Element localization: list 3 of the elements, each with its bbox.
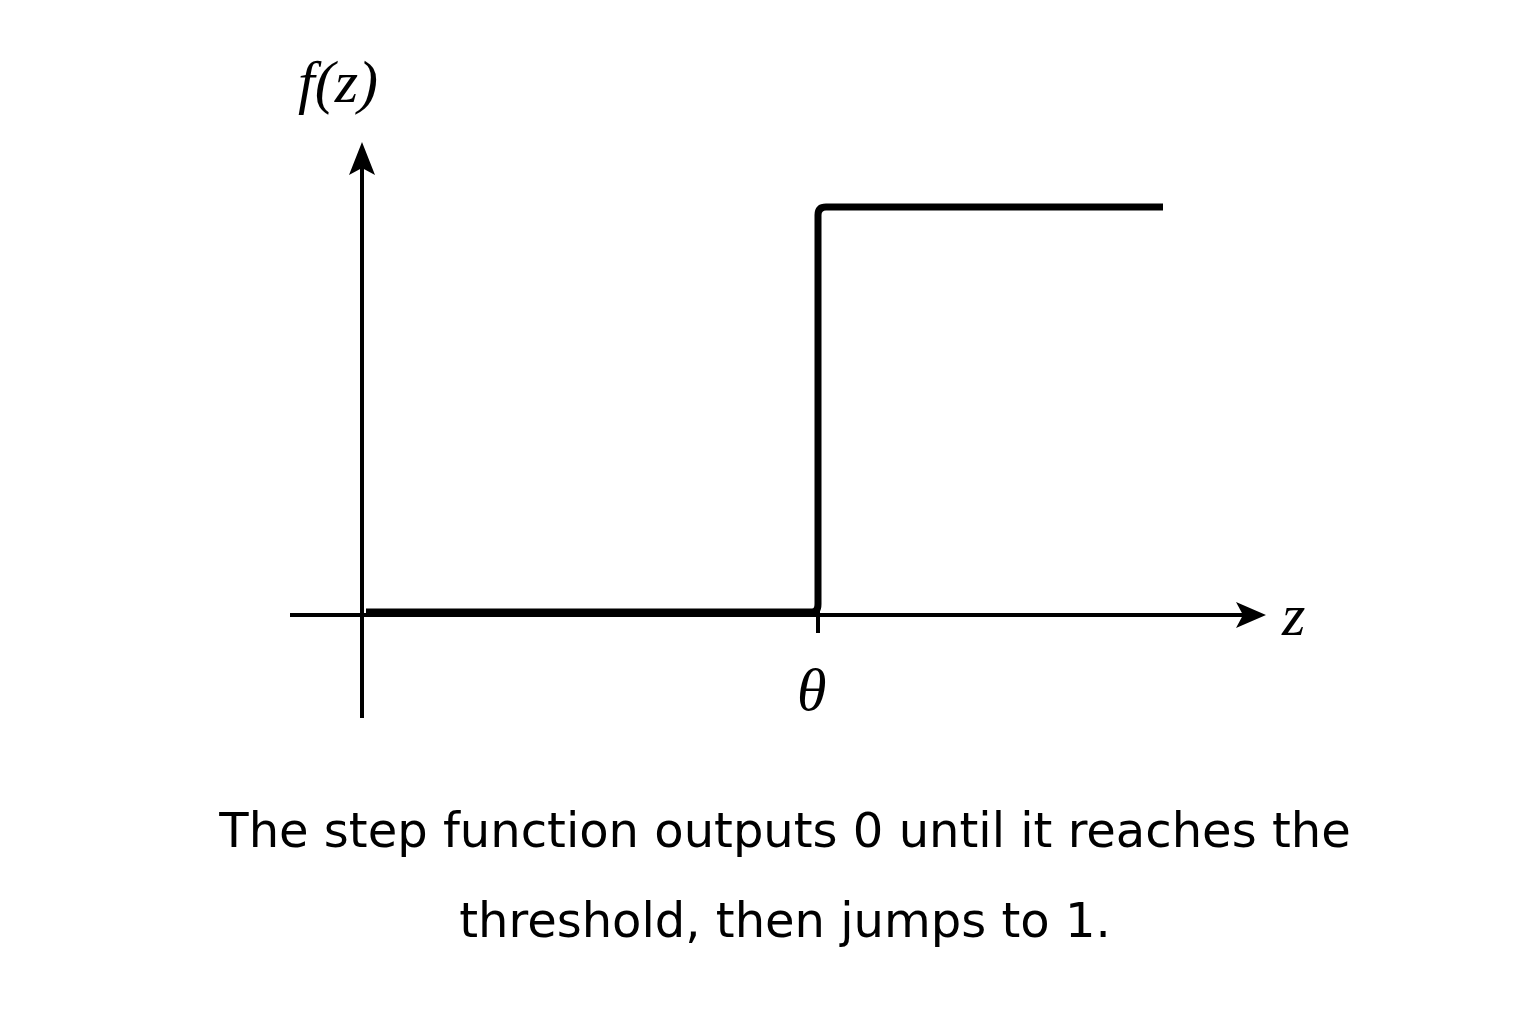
x-axis-label: z (1282, 585, 1306, 645)
caption: The step function outputs 0 until it reaches the threshold, then jumps to 1. (218, 801, 1352, 950)
threshold-label: θ (797, 660, 827, 720)
